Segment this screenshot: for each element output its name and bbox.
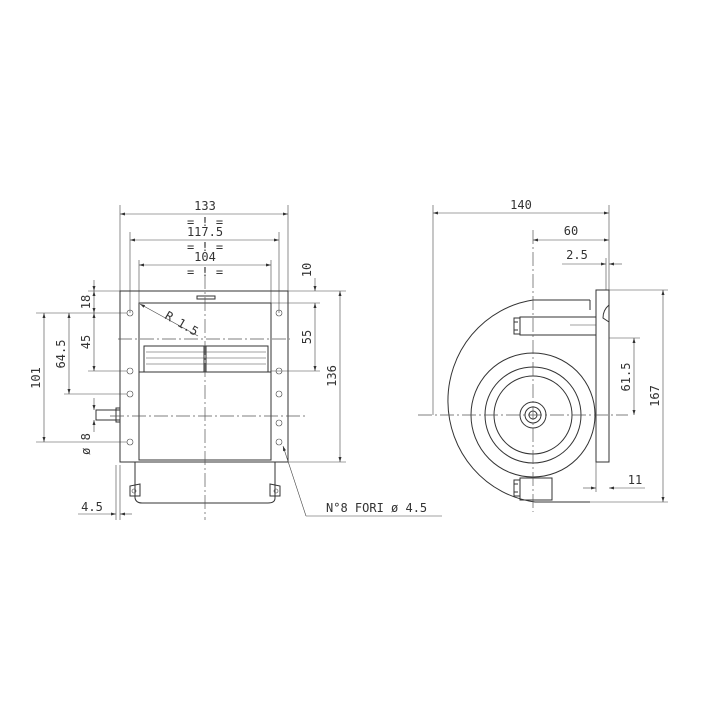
dim-overall-height: 136: [325, 365, 339, 387]
dim-outlet-height: 55: [300, 330, 314, 344]
equal-mark: = ! =: [187, 265, 223, 279]
dim-top-offset: 18: [79, 295, 93, 309]
dim-inner-width: 104: [194, 250, 216, 264]
dim-width-overall: 133: [194, 199, 216, 213]
dim-axis-to-flange: 60: [564, 224, 578, 238]
dim-overall-depth: 140: [510, 198, 532, 212]
dim-side-offset: 4.5: [81, 500, 103, 514]
dim-hole-pitch-101: 101: [29, 367, 43, 389]
mounting-plate: [119, 290, 289, 463]
dim-hole-spacing: 117.5: [187, 225, 223, 239]
dim-radius: R 1.5: [163, 308, 201, 338]
dim-hole-pitch-45: 45: [79, 335, 93, 349]
dim-flange-thickness: 2.5: [566, 248, 588, 262]
dim-axis-offset: 61.5: [619, 363, 633, 392]
dim-shaft-diameter: ø 8: [79, 433, 93, 455]
equal-mark: = ! =: [187, 240, 223, 254]
flange: [595, 289, 610, 463]
dim-top-gap: 10: [300, 263, 314, 277]
fan-drum: [143, 345, 269, 373]
side-view: 140 60 2.5 61.5 167 11: [418, 198, 668, 512]
dim-flange-depth: 11: [628, 473, 642, 487]
dim-hole-pitch-64-5: 64.5: [54, 340, 68, 369]
shaft: [95, 407, 121, 423]
scroll-housing: [447, 299, 590, 503]
slot: [196, 295, 216, 300]
mounting-holes: [126, 309, 283, 446]
dim-side-height: 167: [648, 385, 662, 407]
front-view: 133 = ! = 117.5 = ! = 104 = ! = 18 45 64…: [29, 199, 442, 520]
holes-note: N°8 FORI ø 4.5: [326, 501, 427, 515]
equal-mark: = ! =: [187, 215, 223, 229]
